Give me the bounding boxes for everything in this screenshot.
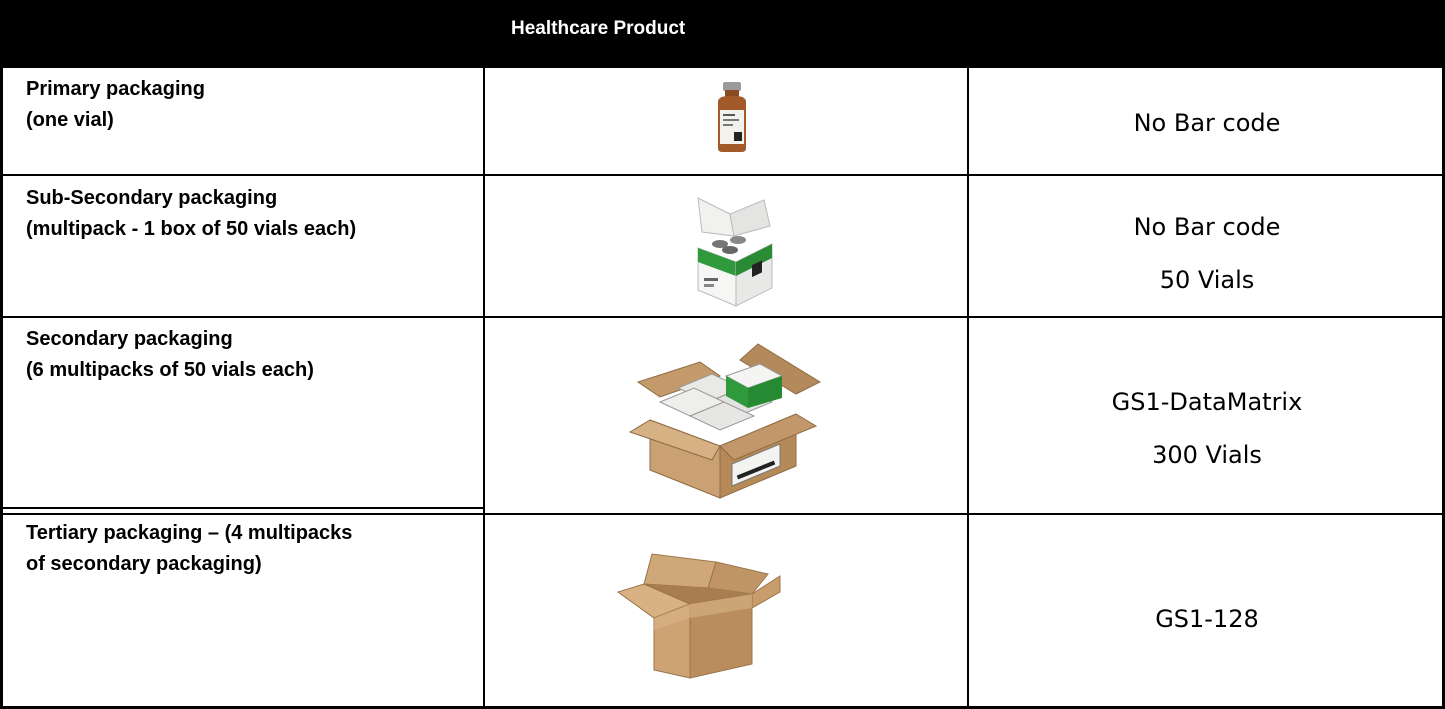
row-code-secondary: GS1-DataMatrix 300 Vials bbox=[969, 376, 1445, 482]
border-col-1 bbox=[483, 68, 485, 709]
row-label-secondary: Secondary packaging (6 multipacks of 50 … bbox=[26, 324, 314, 386]
row-code-sub-secondary: No Bar code 50 Vials bbox=[969, 201, 1445, 307]
row-label-line2: (multipack - 1 box of 50 vials each) bbox=[26, 218, 357, 240]
row-divider-3a bbox=[0, 507, 485, 509]
row-code-primary: No Bar code bbox=[969, 102, 1445, 144]
empty-open-carton-icon bbox=[612, 548, 787, 688]
row-label-primary: Primary packaging (one vial) bbox=[26, 74, 205, 136]
row-code-tertiary: GS1-128 bbox=[969, 598, 1445, 640]
row-label-line2: (6 multipacks of 50 vials each) bbox=[26, 359, 314, 381]
row-label-line2: (one vial) bbox=[26, 109, 114, 131]
row-label-line2: of secondary packaging) bbox=[26, 553, 262, 575]
barcode-type: No Bar code bbox=[1133, 213, 1281, 241]
border-right bbox=[1442, 68, 1445, 709]
row-divider-1 bbox=[0, 174, 1445, 176]
border-col-2 bbox=[967, 68, 969, 709]
row-divider-3b bbox=[0, 513, 1445, 515]
multipack-box-icon bbox=[690, 192, 780, 315]
table-title: Healthcare Product bbox=[511, 18, 686, 39]
border-left bbox=[0, 68, 3, 709]
row-label-tertiary: Tertiary packaging – (4 multipacks of se… bbox=[26, 518, 352, 580]
vial-icon bbox=[712, 80, 752, 159]
row-divider-2 bbox=[0, 316, 1445, 318]
row-label-sub-secondary: Sub-Secondary packaging (multipack - 1 b… bbox=[26, 183, 356, 245]
barcode-type: GS1-DataMatrix bbox=[1111, 388, 1303, 416]
border-bottom bbox=[0, 706, 1445, 709]
row-label-line1: Secondary packaging bbox=[26, 328, 233, 350]
row-label-line1: Primary packaging bbox=[26, 78, 205, 100]
vial-quantity: 50 Vials bbox=[1159, 266, 1255, 294]
barcode-type: GS1-128 bbox=[1155, 605, 1259, 633]
row-label-line1: Sub-Secondary packaging bbox=[26, 187, 278, 209]
table-header: Healthcare Product bbox=[0, 0, 1445, 68]
open-carton-with-multipacks-icon bbox=[620, 342, 830, 507]
row-label-line1: Tertiary packaging – (4 multipacks bbox=[26, 522, 353, 544]
vial-quantity: 300 Vials bbox=[1152, 441, 1262, 469]
barcode-type: No Bar code bbox=[1133, 109, 1281, 137]
